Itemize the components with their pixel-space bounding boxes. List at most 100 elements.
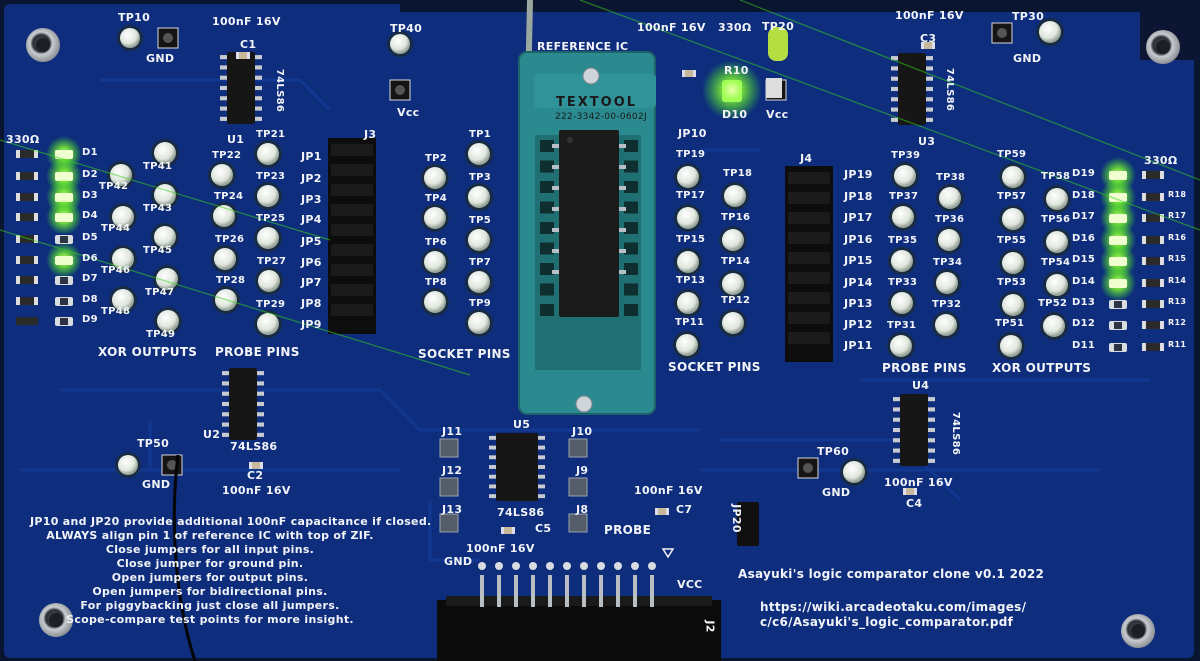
left-led-d6: [46, 242, 82, 278]
tp-tp21: [254, 140, 282, 168]
label-d12: D12: [1072, 318, 1096, 329]
label-jp11: JP11: [844, 339, 873, 352]
right-led-d11: [1109, 343, 1127, 352]
c5-label: C5: [535, 522, 552, 535]
label-d19: D19: [1072, 168, 1096, 179]
pad-5: [568, 513, 588, 533]
mounting-hole-bl: [39, 603, 73, 637]
left-led-d9: [55, 317, 73, 326]
tp-tp35: [888, 247, 916, 275]
label-tp13: TP13: [676, 275, 706, 286]
label-jp2: JP2: [301, 172, 322, 185]
label-tp51: TP51: [995, 318, 1025, 329]
label-tp38: TP38: [936, 172, 966, 183]
tp-tp57: [999, 205, 1027, 233]
label-tp7: TP7: [469, 257, 492, 268]
label-d9: D9: [82, 314, 98, 325]
board-url-2: c/c6/Asayuki's_logic_comparator.pdf: [760, 615, 1014, 629]
label-tp34: TP34: [933, 257, 963, 268]
right-res-3: [1142, 236, 1164, 244]
j11-label: J11: [442, 425, 463, 438]
tp-tp23: [254, 182, 282, 210]
zif-slot-l4: [540, 222, 554, 234]
right-res-0: [1142, 171, 1164, 179]
label-tp33: TP33: [888, 277, 918, 288]
u2-part: 74LS86: [230, 440, 278, 453]
label-tp45: TP45: [143, 245, 173, 256]
probe-label: PROBE: [604, 523, 652, 537]
tp-tp39: [891, 162, 919, 190]
zif-slot-l3: [540, 201, 554, 214]
tp-tp53: [999, 291, 1027, 319]
label-tp16: TP16: [721, 212, 751, 223]
label-jp5: JP5: [301, 235, 322, 248]
label-tp46: TP46: [101, 265, 131, 276]
socket-pins-right-label: SOCKET PINS: [668, 360, 761, 374]
j4-label: J4: [800, 152, 813, 165]
label-r17: R17: [1168, 211, 1187, 220]
probe-wire: [172, 454, 197, 661]
tp-tp54: [1043, 271, 1071, 299]
board-url-1: https://wiki.arcadeotaku.com/images/: [760, 600, 1027, 614]
c4-value: 100nF 16V: [884, 476, 953, 489]
tp-tp27: [255, 267, 283, 295]
tp10-label: TP10: [118, 11, 151, 24]
label-jp6: JP6: [301, 256, 322, 269]
j12-label: J12: [442, 464, 463, 477]
label-jp3: JP3: [301, 193, 322, 206]
d10-label: D10: [722, 108, 748, 121]
copper-traces: [20, 78, 1150, 562]
note-line-5: Open jumpers for output pins.: [111, 571, 309, 584]
tp-tp58: [1043, 185, 1071, 213]
label-d13: D13: [1072, 297, 1096, 308]
mounting-hole-br: [1121, 614, 1155, 648]
tp-tp32: [932, 311, 960, 339]
zif-brand: TEXTOOL: [556, 95, 638, 110]
label-tp43: TP43: [143, 203, 173, 214]
u2-chip: [222, 368, 264, 440]
tp10-net: GND: [146, 52, 175, 65]
note-line-8: Scope-compare test points for more insig…: [66, 613, 354, 626]
zif-slot-r8: [624, 304, 638, 316]
u5-chip: [489, 433, 545, 501]
left-res-6: [16, 256, 38, 264]
right-res-value: 330Ω: [1144, 154, 1178, 167]
tp50-pin: [115, 452, 141, 478]
u3-label: U3: [918, 135, 936, 148]
tp-tp4: [421, 204, 449, 232]
u4-label: U4: [912, 379, 930, 392]
right-led-d14: [1100, 265, 1136, 301]
u4-chip: [893, 394, 935, 466]
note-line-3: Close jumpers for all input pins.: [105, 543, 315, 556]
tp-tp24: [210, 202, 238, 230]
label-jp16: JP16: [844, 233, 873, 246]
c3-value: 100nF 16V: [895, 9, 964, 22]
label-d15: D15: [1072, 254, 1096, 265]
j3-header: [328, 138, 376, 334]
left-res-7: [16, 276, 38, 284]
tp-tp52: [1040, 312, 1068, 340]
xor-outputs-right-label: XOR OUTPUTS: [992, 361, 1092, 375]
u1-label: U1: [227, 133, 245, 146]
label-tp21: TP21: [256, 129, 286, 140]
label-tp28: TP28: [216, 275, 246, 286]
label-tp55: TP55: [997, 235, 1027, 246]
tp-tp12: [719, 309, 747, 337]
left-res-2: [16, 172, 38, 180]
tp40-pin: [387, 31, 413, 57]
left-res-8: [16, 297, 38, 305]
u4-part: 74LS86: [950, 411, 962, 456]
tp-tp51: [997, 332, 1025, 360]
right-led-d12: [1109, 321, 1127, 330]
j2-pin-0: [478, 562, 486, 570]
label-jp9: JP9: [301, 318, 322, 331]
label-tp15: TP15: [676, 234, 706, 245]
label-tp8: TP8: [425, 277, 448, 288]
label-d5: D5: [82, 232, 98, 243]
reference-ic: [559, 130, 619, 317]
u2-label: U2: [203, 428, 221, 441]
pad-2: [439, 513, 459, 533]
label-tp44: TP44: [101, 223, 131, 234]
left-res-4: [16, 213, 38, 221]
